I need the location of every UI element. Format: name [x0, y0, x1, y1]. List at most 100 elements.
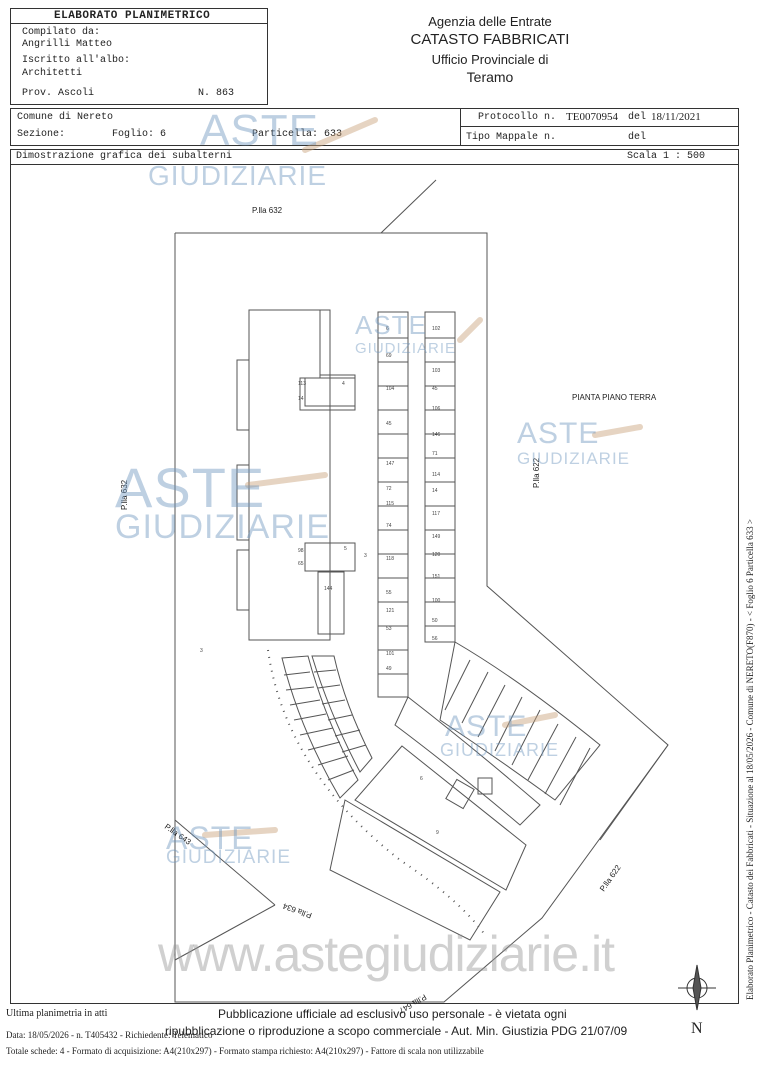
pubblicazione-line2: ripubblicazione o riproduzione a scopo c… [165, 1024, 628, 1038]
foglio-label: Foglio: 6 [112, 129, 167, 140]
watermark-giudiziarie-6: GIUDIZIARIE [166, 847, 292, 868]
svg-text:104: 104 [386, 386, 395, 392]
svg-text:113: 113 [298, 381, 306, 387]
watermark-aste-4: ASTE [517, 417, 600, 450]
svg-text:100: 100 [432, 598, 441, 604]
left-wing-2 [236, 464, 250, 541]
protocollo-value: TE0070954 [566, 111, 618, 123]
watermark-giudiziarie-4: GIUDIZIARIE [517, 449, 631, 468]
bottom-parking-inner [329, 799, 501, 941]
svg-text:120: 120 [432, 552, 441, 558]
elaborato-title: ELABORATO PLANIMETRICO [54, 10, 211, 22]
info-divider-h [460, 126, 739, 127]
watermark-aste-6: ASTE [166, 820, 254, 856]
svg-text:3: 3 [200, 648, 203, 654]
svg-text:6: 6 [420, 776, 423, 782]
curve-outer-right [439, 641, 601, 801]
compilato-label: Compilato da: [22, 27, 101, 38]
watermark-giudiziarie-2: GIUDIZIARIE [355, 340, 457, 357]
protocollo-date: 18/11/2021 [651, 111, 701, 123]
svg-text:106: 106 [432, 406, 441, 412]
watermark-aste-5: ASTE [445, 710, 528, 743]
drawing-area-box [10, 149, 739, 1004]
info-box [10, 108, 739, 146]
svg-text:74: 74 [386, 523, 392, 529]
left-wing-1 [236, 359, 250, 431]
svg-text:3: 3 [364, 553, 367, 559]
svg-text:55: 55 [386, 590, 392, 596]
pubblicazione-line1: Pubblicazione ufficiale ad esclusivo uso… [218, 1007, 567, 1021]
ultima-planimetria: Ultima planimetria in atti [6, 1008, 108, 1019]
compilato-name: Angrilli Matteo [22, 39, 113, 50]
svg-text:72: 72 [386, 486, 392, 492]
watermark-giudiziarie-1: GIUDIZIARIE [148, 160, 328, 191]
svg-text:103: 103 [432, 368, 441, 374]
boundary-line-top [380, 179, 437, 234]
svg-text:9: 9 [436, 830, 439, 836]
info-divider-v [460, 108, 461, 146]
svg-text:102: 102 [432, 326, 441, 332]
boundary-line-left [174, 819, 276, 906]
agency-line1: Agenzia delle Entrate [428, 14, 552, 29]
svg-text:50: 50 [432, 618, 438, 624]
unit-144 [317, 571, 345, 635]
svg-text:65: 65 [298, 561, 304, 567]
north-label: N [691, 1020, 703, 1037]
svg-text:49: 49 [386, 666, 392, 672]
svg-text:53: 53 [386, 626, 392, 632]
svg-text:4: 4 [342, 381, 345, 387]
svg-text:149: 149 [432, 534, 441, 540]
svg-text:118: 118 [386, 556, 394, 562]
svg-text:115: 115 [386, 501, 394, 507]
drawing-title-divider [10, 164, 739, 165]
tipo-del-label: del [628, 132, 647, 143]
svg-text:14: 14 [298, 396, 304, 402]
svg-text:5: 5 [344, 546, 347, 552]
boundary-line-ne [599, 744, 669, 841]
svg-text:45: 45 [432, 386, 438, 392]
pla-632-top-label: P.lla 632 [252, 206, 283, 215]
totale-line: Totale schede: 4 - Formato di acquisizio… [6, 1046, 484, 1056]
particella-label: Particella: 633 [252, 129, 343, 140]
header-title-divider [10, 23, 268, 24]
bottom-feature [477, 777, 493, 795]
svg-text:6: 6 [386, 326, 389, 332]
boundary-line-bottom [174, 904, 276, 961]
agency-line2: CATASTO FABBRICATI [410, 31, 570, 48]
iscritto-value: Architetti [22, 68, 83, 79]
watermark-aste-2: ASTE [355, 310, 427, 340]
svg-text:45: 45 [386, 421, 392, 427]
svg-text:147: 147 [386, 461, 395, 467]
prov-label: Prov. Ascoli [22, 88, 95, 99]
left-wing-3 [236, 549, 250, 611]
svg-text:56: 56 [432, 636, 438, 642]
outer-arc [267, 649, 486, 936]
stair-2 [304, 542, 356, 572]
protocollo-del-label: del [628, 112, 647, 123]
bottom-stair [445, 778, 475, 810]
north-arrow [678, 964, 716, 1011]
curve-grid-right [444, 659, 591, 806]
pianta-label: PIANTA PIANO TERRA [572, 393, 657, 402]
tipo-mappale-label: Tipo Mappale n. [466, 132, 557, 143]
side-vertical-text: Elaborato Planimetrico - Catasto dei Fab… [745, 519, 755, 1000]
bottom-parking [354, 745, 527, 891]
svg-text:121: 121 [386, 608, 395, 614]
svg-text:144: 144 [324, 586, 333, 592]
svg-text:98: 98 [298, 548, 304, 554]
garage-col-left-grid [378, 337, 408, 675]
garage-col-right [424, 311, 456, 643]
garage-col-right-grid [425, 337, 455, 627]
sezione-label: Sezione: [17, 129, 66, 140]
curve-left-inner [311, 655, 373, 773]
numero-label: N. 863 [198, 88, 235, 99]
protocollo-label: Protocollo n. [478, 112, 557, 123]
agency-line4: Teramo [466, 69, 514, 85]
svg-text:101: 101 [386, 651, 395, 657]
header-left-box [10, 8, 268, 105]
dimostrazione-label: Dimostrazione grafica dei subalterni [16, 151, 233, 162]
stair-1 [304, 377, 356, 407]
watermark-aste-1: ASTE [200, 106, 319, 155]
curve-left-outer [281, 655, 359, 799]
